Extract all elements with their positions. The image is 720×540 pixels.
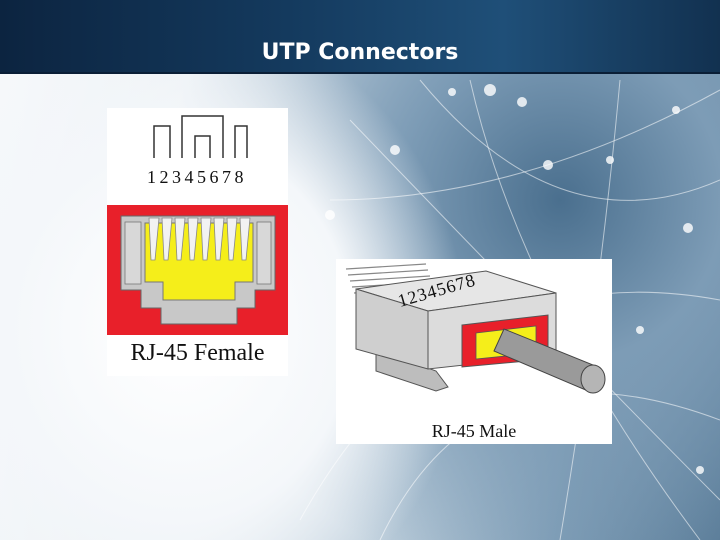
- male-caption: RJ-45 Male: [431, 421, 517, 441]
- rj45-female-figure: 12345678 RJ-45 Female: [107, 108, 288, 376]
- slide-title: UTP Connectors: [261, 40, 459, 65]
- female-caption: RJ-45 Female: [130, 340, 265, 366]
- rj45-male-diagram: 12345678: [345, 263, 606, 394]
- rj45-female-diagram: 12345678: [107, 115, 288, 335]
- female-contact-area: [144, 222, 254, 301]
- female-pin-numbers: 12345678: [147, 167, 247, 187]
- rj45-male-figure: 12345678 RJ-45 Male: [336, 259, 612, 444]
- female-contact-pins: [148, 217, 251, 261]
- title-bar: [0, 0, 720, 74]
- pin-lines: [153, 115, 248, 158]
